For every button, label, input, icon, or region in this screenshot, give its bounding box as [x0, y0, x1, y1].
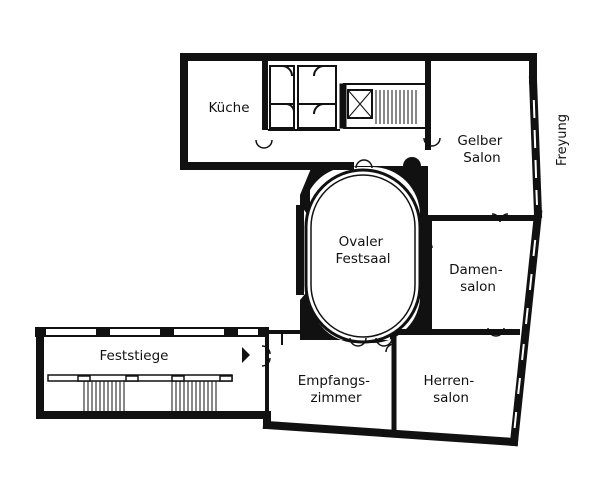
room-label-herrensalon-line-2: salon: [433, 390, 469, 406]
windows-facade: [513, 99, 538, 429]
room-label-empfangszimmer: Empfangs- zimmer: [298, 373, 375, 406]
service-rooms: [269, 65, 337, 129]
room-label-feststiege: Feststiege: [100, 348, 169, 364]
room-label-damensalon-line-1: Damen-: [449, 262, 503, 278]
column: [403, 157, 421, 175]
room-label-empfangszimmer-line-2: zimmer: [311, 390, 362, 406]
room-label-empfangszimmer-line-1: Empfangs-: [298, 373, 370, 389]
room-label-ovaler-festsaal: Ovaler Festsaal: [336, 234, 391, 267]
doors: [255, 137, 509, 367]
room-label-damensalon: Damen- salon: [449, 262, 507, 295]
street-label: Freyung: [555, 114, 570, 166]
room-label-herrensalon: Herren- salon: [423, 373, 478, 406]
room-label-gelber-salon-line-2: Salon: [463, 150, 500, 166]
direction-arrow-icon: [242, 347, 250, 363]
oval-hall-outline: [304, 168, 422, 344]
room-label-kueche: Küche: [208, 100, 249, 116]
stair-core: [339, 83, 427, 129]
room-label-ovaler-festsaal-line-1: Ovaler: [339, 234, 384, 250]
oval-hall-mass: [300, 166, 429, 344]
room-label-ovaler-festsaal-line-2: Festsaal: [336, 251, 391, 267]
room-label-herrensalon-line-1: Herren-: [423, 373, 474, 389]
grand-staircase: [47, 374, 233, 414]
room-label-gelber-salon: Gelber Salon: [457, 133, 506, 166]
room-label-gelber-salon-line-1: Gelber: [457, 133, 502, 149]
windows-feststiege: [35, 327, 269, 337]
room-label-damensalon-line-2: salon: [460, 279, 496, 295]
